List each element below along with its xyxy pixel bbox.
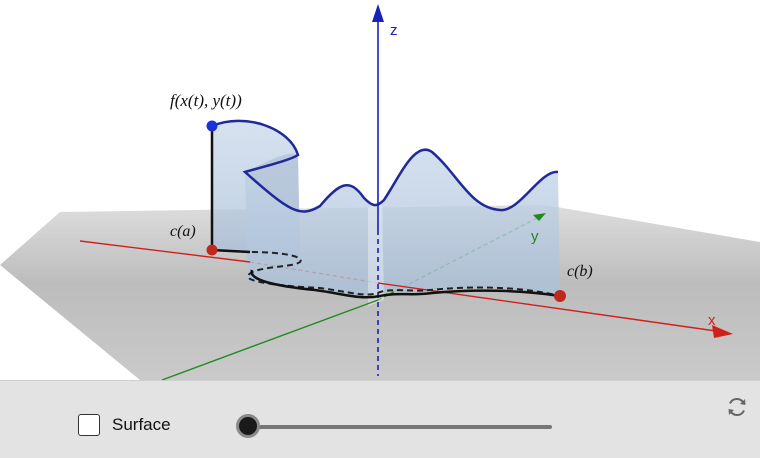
surface-toggle[interactable]: Surface — [78, 414, 171, 436]
start-point[interactable] — [206, 244, 218, 256]
x-axis-front — [377, 282, 717, 332]
surface-checkbox-label: Surface — [112, 415, 171, 434]
top-point[interactable] — [206, 120, 218, 132]
parameter-slider[interactable] — [236, 413, 552, 439]
function-label: f(x(t), y(t)) — [170, 91, 242, 110]
3d-graphics-view[interactable]: z y x f(x(t), y(t)) c(a) c(b) — [0, 0, 760, 380]
base-curve — [250, 269, 561, 299]
surface-checkbox[interactable] — [78, 414, 100, 436]
y-axis-arrow — [533, 213, 546, 221]
base-curve-dashed — [211, 249, 561, 297]
3d-scene[interactable]: z y x f(x(t), y(t)) c(a) c(b) — [0, 0, 760, 380]
z-axis-arrow — [372, 4, 384, 22]
surface-wall — [212, 120, 560, 306]
y-axis-label: y — [531, 228, 539, 245]
z-axis-label: z — [390, 22, 398, 39]
slider-handle[interactable] — [236, 414, 260, 438]
lifted-curve — [211, 119, 559, 213]
x-axis — [79, 240, 251, 263]
refresh-icon — [728, 398, 746, 416]
reset-button[interactable] — [724, 394, 750, 420]
end-label: c(b) — [567, 263, 593, 280]
x-axis-arrow — [712, 325, 733, 338]
y-axis — [161, 299, 379, 380]
start-base-segment — [211, 248, 251, 254]
start-label: c(a) — [170, 223, 196, 240]
end-point[interactable] — [554, 290, 566, 302]
control-panel: Surface — [0, 380, 760, 458]
slider-track[interactable] — [246, 425, 552, 429]
x-axis-label: x — [708, 312, 716, 329]
